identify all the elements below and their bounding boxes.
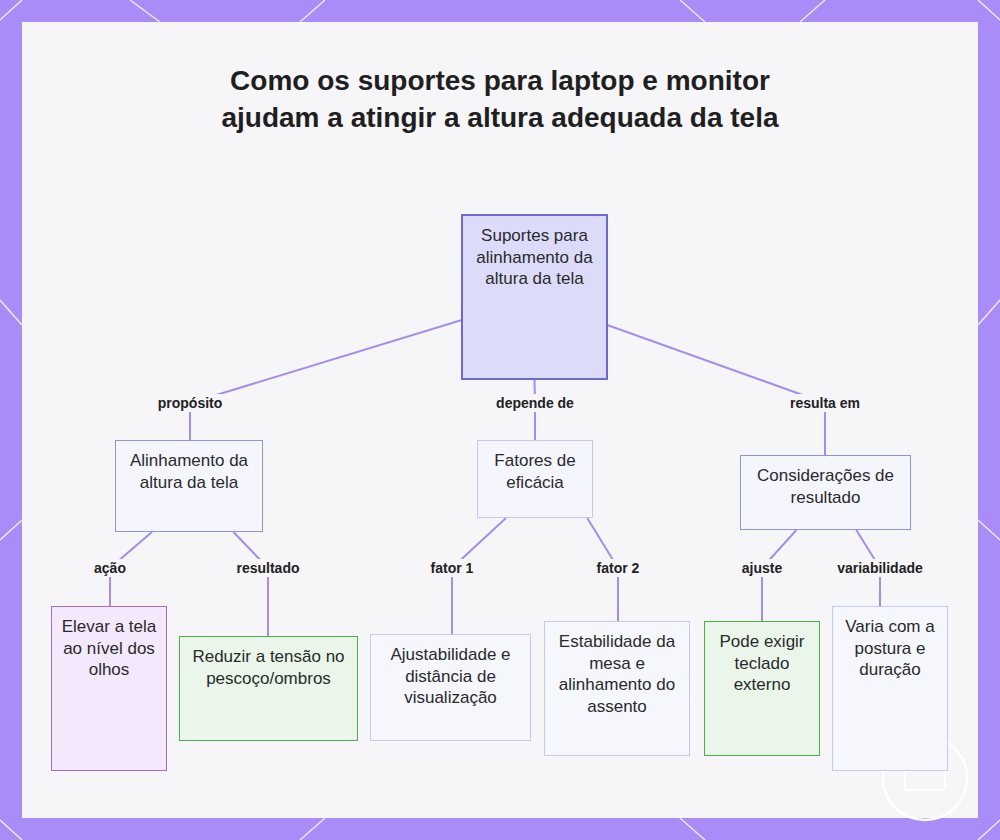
edge-label: depende de [493, 394, 577, 412]
node-text: Varia com a postura e duração [841, 616, 939, 681]
edge-label: propósito [155, 394, 226, 412]
panel [22, 22, 978, 818]
concept-box: Elevar a tela ao nível dos olhos [51, 606, 167, 771]
edge-label: resultado [233, 559, 302, 577]
edge-label: fator 1 [428, 559, 477, 577]
concept-box: Estabilidade da mesa e alinhamento do as… [544, 621, 690, 756]
edge-label: fator 2 [594, 559, 643, 577]
node-text: Suportes para alinhamento da altura da t… [471, 225, 598, 290]
concept-box: Reduzir a tensão no pescoço/ombros [179, 636, 358, 741]
node-text: Estabilidade da mesa e alinhamento do as… [553, 631, 681, 717]
concept-box: Pode exigir teclado externo [704, 621, 820, 756]
node-text: Reduzir a tensão no pescoço/ombros [188, 646, 349, 689]
concept-box: Alinhamento da altura da tela [115, 440, 263, 532]
connector [233, 532, 268, 636]
diagram-title: Como os suportes para laptop e monitor a… [220, 62, 780, 136]
concept-box: Ajustabilidade e distância de visualizaç… [370, 634, 531, 741]
edge-label: ação [91, 559, 129, 577]
node-text: Ajustabilidade e distância de visualizaç… [379, 644, 522, 709]
connector [608, 325, 825, 455]
concept-box: Fatores de eficácia [477, 440, 593, 518]
concept-box: Considerações de resultado [740, 455, 911, 530]
node-text: Considerações de resultado [749, 465, 902, 508]
concept-box: Varia com a postura e duração [832, 606, 948, 771]
root-box: Suportes para alinhamento da altura da t… [461, 214, 608, 380]
node-text: Pode exigir teclado externo [713, 631, 811, 696]
node-text: Alinhamento da altura da tela [124, 450, 254, 493]
edge-label: resulta em [787, 394, 863, 412]
connector [190, 320, 461, 440]
edge-label: ajuste [739, 559, 785, 577]
edge-label: variabilidade [834, 559, 926, 577]
node-text: Elevar a tela ao nível dos olhos [60, 616, 158, 681]
node-text: Fatores de eficácia [486, 450, 584, 493]
